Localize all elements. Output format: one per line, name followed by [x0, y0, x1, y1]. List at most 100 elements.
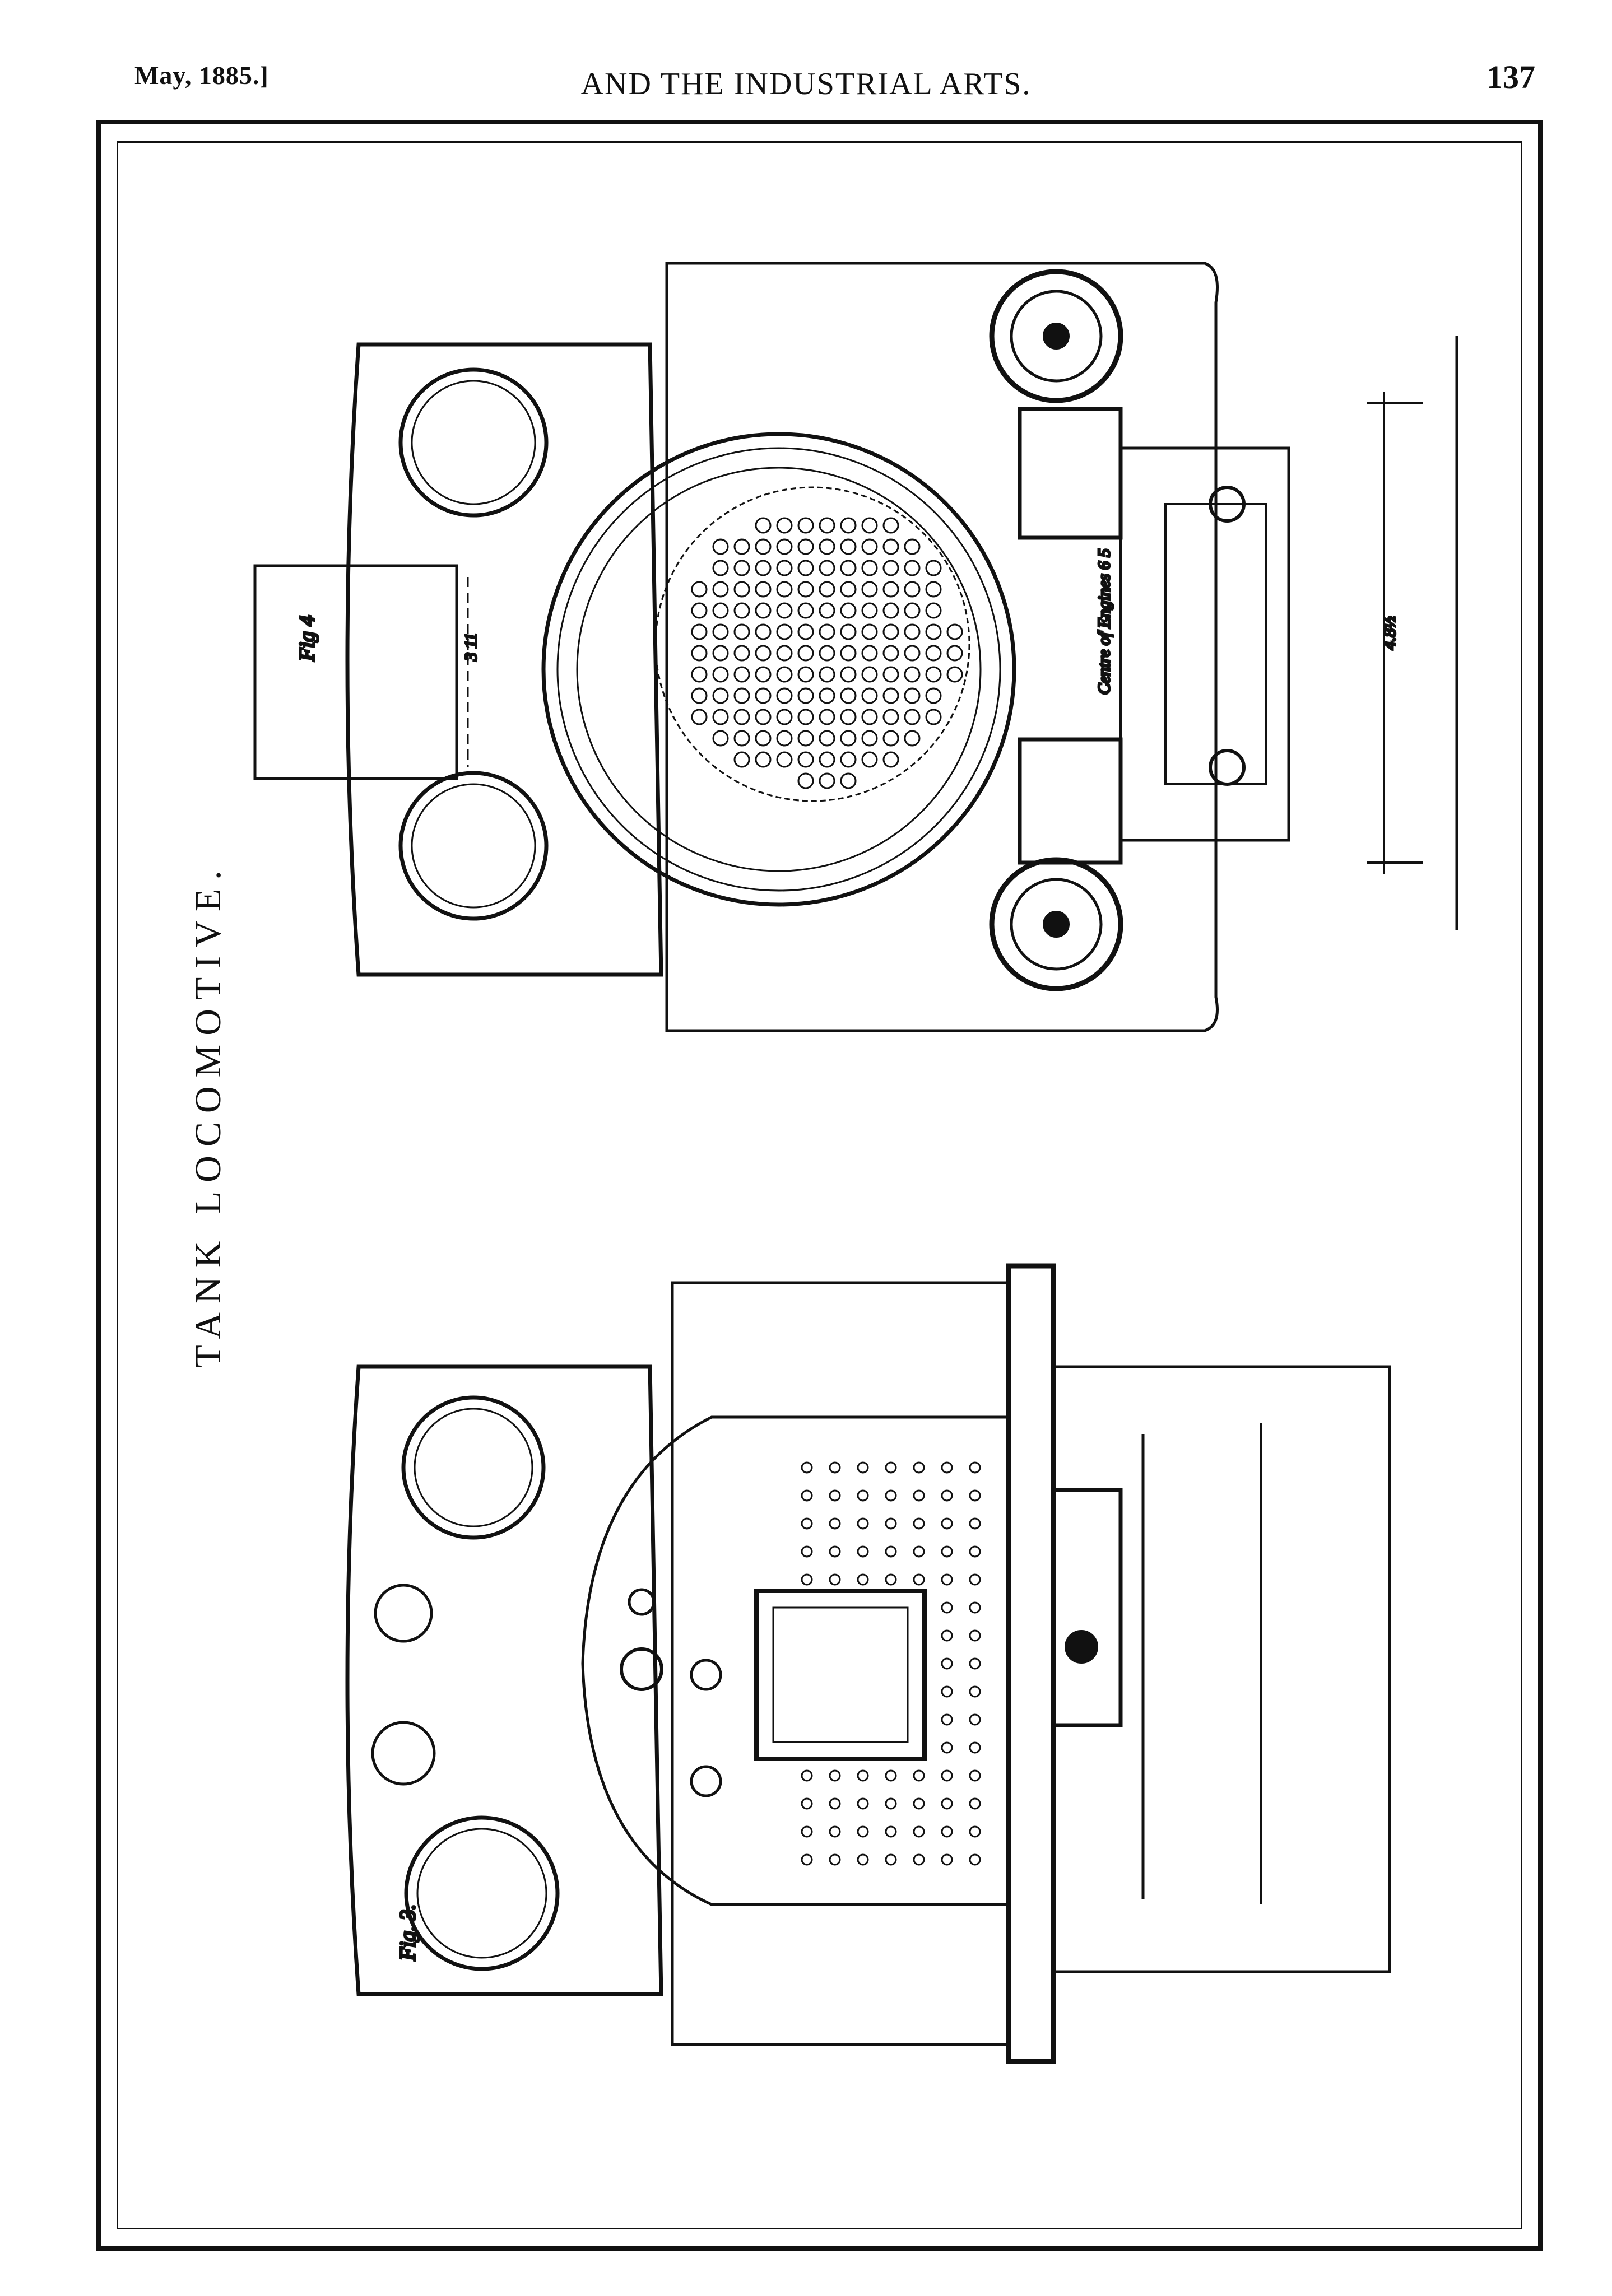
firebox-stay: [969, 1769, 981, 1782]
firebox-stay: [969, 1461, 981, 1474]
boiler-tube: [733, 666, 750, 683]
firebox-stay: [857, 1461, 869, 1474]
plate-outer-border: [96, 120, 1543, 2251]
page-number: 137: [1486, 59, 1535, 95]
boiler-tube: [925, 560, 942, 576]
boiler-tube: [755, 602, 772, 619]
firebox-stay: [913, 1797, 925, 1810]
firebox-stay: [829, 1461, 841, 1474]
firebox-stay: [969, 1601, 981, 1614]
boiler-tube: [755, 687, 772, 704]
boiler-tube: [840, 772, 857, 789]
boiler-tube: [946, 623, 963, 640]
firebox-stay: [941, 1769, 953, 1782]
firebox-stay: [969, 1853, 981, 1866]
running-title: AND THE INDUSTRIAL ARTS.: [580, 67, 1032, 101]
firebox-stay: [941, 1517, 953, 1530]
boiler-tube: [840, 560, 857, 576]
firebox-stay: [969, 1825, 981, 1838]
boiler-tube: [712, 709, 729, 725]
boiler-tube: [904, 645, 921, 662]
boiler-tube: [733, 709, 750, 725]
firebox-stay: [801, 1825, 813, 1838]
dimension-label-b: 4.8½: [1381, 616, 1399, 650]
fig3-label: Fig. 3.: [396, 1904, 420, 1961]
boiler-tube: [840, 538, 857, 555]
boiler-tube: [712, 538, 729, 555]
boiler-tube: [904, 560, 921, 576]
firebox-stay: [829, 1545, 841, 1558]
boiler-tube: [861, 517, 878, 534]
boiler-tube: [861, 666, 878, 683]
boiler-tube: [882, 709, 899, 725]
boiler-tube: [797, 538, 814, 555]
boiler-tube: [819, 538, 835, 555]
plate-inner-border: [117, 141, 1522, 2229]
boiler-tube: [861, 581, 878, 598]
boiler-tube: [925, 687, 942, 704]
boiler-tube: [819, 772, 835, 789]
boiler-tube: [819, 730, 835, 747]
firebox-stay: [969, 1741, 981, 1754]
firebox-stay: [969, 1489, 981, 1502]
boiler-tube: [776, 730, 793, 747]
boiler-tube: [691, 687, 708, 704]
firebox-stay: [857, 1853, 869, 1866]
boiler-tube: [819, 751, 835, 768]
boiler-tube: [819, 517, 835, 534]
boiler-tube: [861, 602, 878, 619]
boiler-tube: [882, 602, 899, 619]
firebox-stay: [941, 1713, 953, 1726]
boiler-tube: [755, 730, 772, 747]
boiler-tube: [819, 560, 835, 576]
boiler-tube: [797, 709, 814, 725]
firebox-stay: [857, 1545, 869, 1558]
firebox-stay: [885, 1545, 897, 1558]
boiler-tube: [904, 709, 921, 725]
boiler-tube: [776, 538, 793, 555]
firebox-stay: [941, 1461, 953, 1474]
firebox-stay: [801, 1573, 813, 1586]
firebox-stay: [829, 1825, 841, 1838]
boiler-tube: [733, 538, 750, 555]
boiler-tube: [861, 560, 878, 576]
boiler-tube: [797, 560, 814, 576]
firebox-stay: [829, 1573, 841, 1586]
firebox-stay: [829, 1797, 841, 1810]
boiler-tube: [797, 581, 814, 598]
firebox-stay: [885, 1797, 897, 1810]
firebox-stay: [801, 1517, 813, 1530]
boiler-tube: [861, 751, 878, 768]
boiler-tube: [882, 666, 899, 683]
boiler-tube: [861, 623, 878, 640]
boiler-tube: [946, 666, 963, 683]
boiler-tube: [882, 560, 899, 576]
boiler-tube: [882, 581, 899, 598]
boiler-tube: [755, 538, 772, 555]
firebox-stay: [941, 1629, 953, 1642]
boiler-tube: [819, 581, 835, 598]
firebox-stay: [885, 1573, 897, 1586]
firebox-stay: [941, 1797, 953, 1810]
boiler-tube: [797, 645, 814, 662]
firebox-stay: [941, 1545, 953, 1558]
firebox-stay: [913, 1461, 925, 1474]
boiler-tube: [776, 581, 793, 598]
boiler-tube: [819, 666, 835, 683]
firebox-stay: [969, 1713, 981, 1726]
boiler-tube: [755, 709, 772, 725]
boiler-tube: [712, 560, 729, 576]
boiler-tube: [712, 687, 729, 704]
firebox-stay: [857, 1573, 869, 1586]
boiler-tube: [882, 751, 899, 768]
fig3-drawing: Fig. 3.: [345, 1263, 1391, 2064]
boiler-tube: [733, 751, 750, 768]
firebox-stay: [969, 1629, 981, 1642]
boiler-tube: [819, 623, 835, 640]
boiler-tube: [946, 645, 963, 662]
firebox-stay: [969, 1545, 981, 1558]
firebox-stay: [801, 1797, 813, 1810]
firebox-stay: [969, 1657, 981, 1670]
boiler-tube: [733, 687, 750, 704]
